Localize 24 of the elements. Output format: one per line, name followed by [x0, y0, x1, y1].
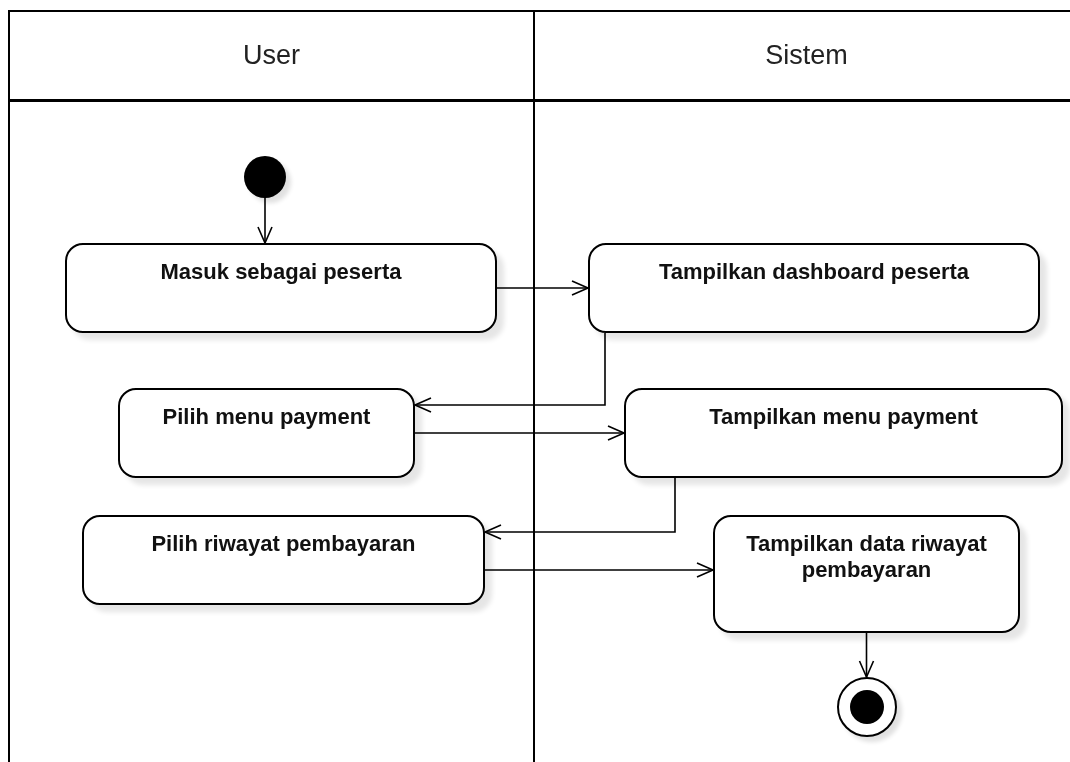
lane-header: Sistem [535, 12, 1070, 102]
activity-box [118, 388, 415, 478]
arrow [858, 632, 875, 678]
swimlane [8, 10, 535, 762]
arrow [414, 425, 625, 441]
activity-label: Tampilkan dashboard peserta [657, 259, 971, 285]
activity-label: Pilih riwayat pembayaran [150, 531, 417, 557]
activity-box [588, 243, 1040, 333]
arrow [484, 477, 676, 540]
activity-label: Tampilkan data riwayat pembayaran [745, 531, 988, 583]
arrow [414, 332, 606, 413]
activity-label: Tampilkan menu payment [708, 404, 979, 430]
arrow [484, 562, 714, 578]
activity-box [713, 515, 1020, 633]
activity-label: Masuk sebagai peserta [159, 259, 403, 285]
arrow [496, 280, 589, 296]
arrow [257, 197, 273, 244]
activity-box [82, 515, 485, 605]
activity-box [65, 243, 497, 333]
lane-header: User [10, 12, 533, 102]
activity-box [624, 388, 1063, 478]
end-node [837, 677, 897, 737]
activity-label: Pilih menu payment [161, 404, 372, 430]
start-node [244, 156, 286, 198]
